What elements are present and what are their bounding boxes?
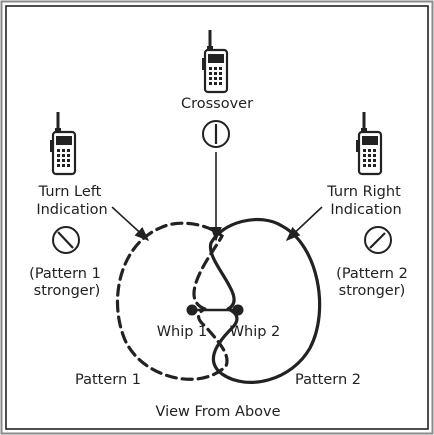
turn-right-label-line2: Indication (330, 202, 401, 218)
left-note-line2: stronger) (34, 283, 101, 299)
meter-dial-icon (202, 120, 230, 148)
turn-left-arrow (111, 206, 150, 241)
crossover-label: Crossover (181, 96, 253, 112)
turn-left-label-line1: Turn Left (38, 184, 102, 200)
whip-2-label: Whip 2 (230, 324, 281, 340)
turn-right-label-line1: Turn Right (326, 184, 401, 200)
turn-left-label-line2: Indication (36, 202, 107, 218)
pattern-2-label: Pattern 2 (295, 372, 361, 388)
right-note-line1: (Pattern 2 (336, 266, 408, 282)
view-caption: View From Above (155, 404, 280, 420)
pattern-1-label: Pattern 1 (75, 372, 141, 388)
whip-1-label: Whip 1 (157, 324, 208, 340)
pattern-1-curve (116, 221, 229, 381)
meter-dial-icon (52, 226, 80, 254)
inner-frame (5, 5, 429, 430)
right-note-line2: stronger) (339, 283, 406, 299)
left-note-line1: (Pattern 1 (29, 266, 101, 282)
meter-dial-icon (364, 226, 392, 254)
pattern-2-curve (208, 217, 322, 384)
